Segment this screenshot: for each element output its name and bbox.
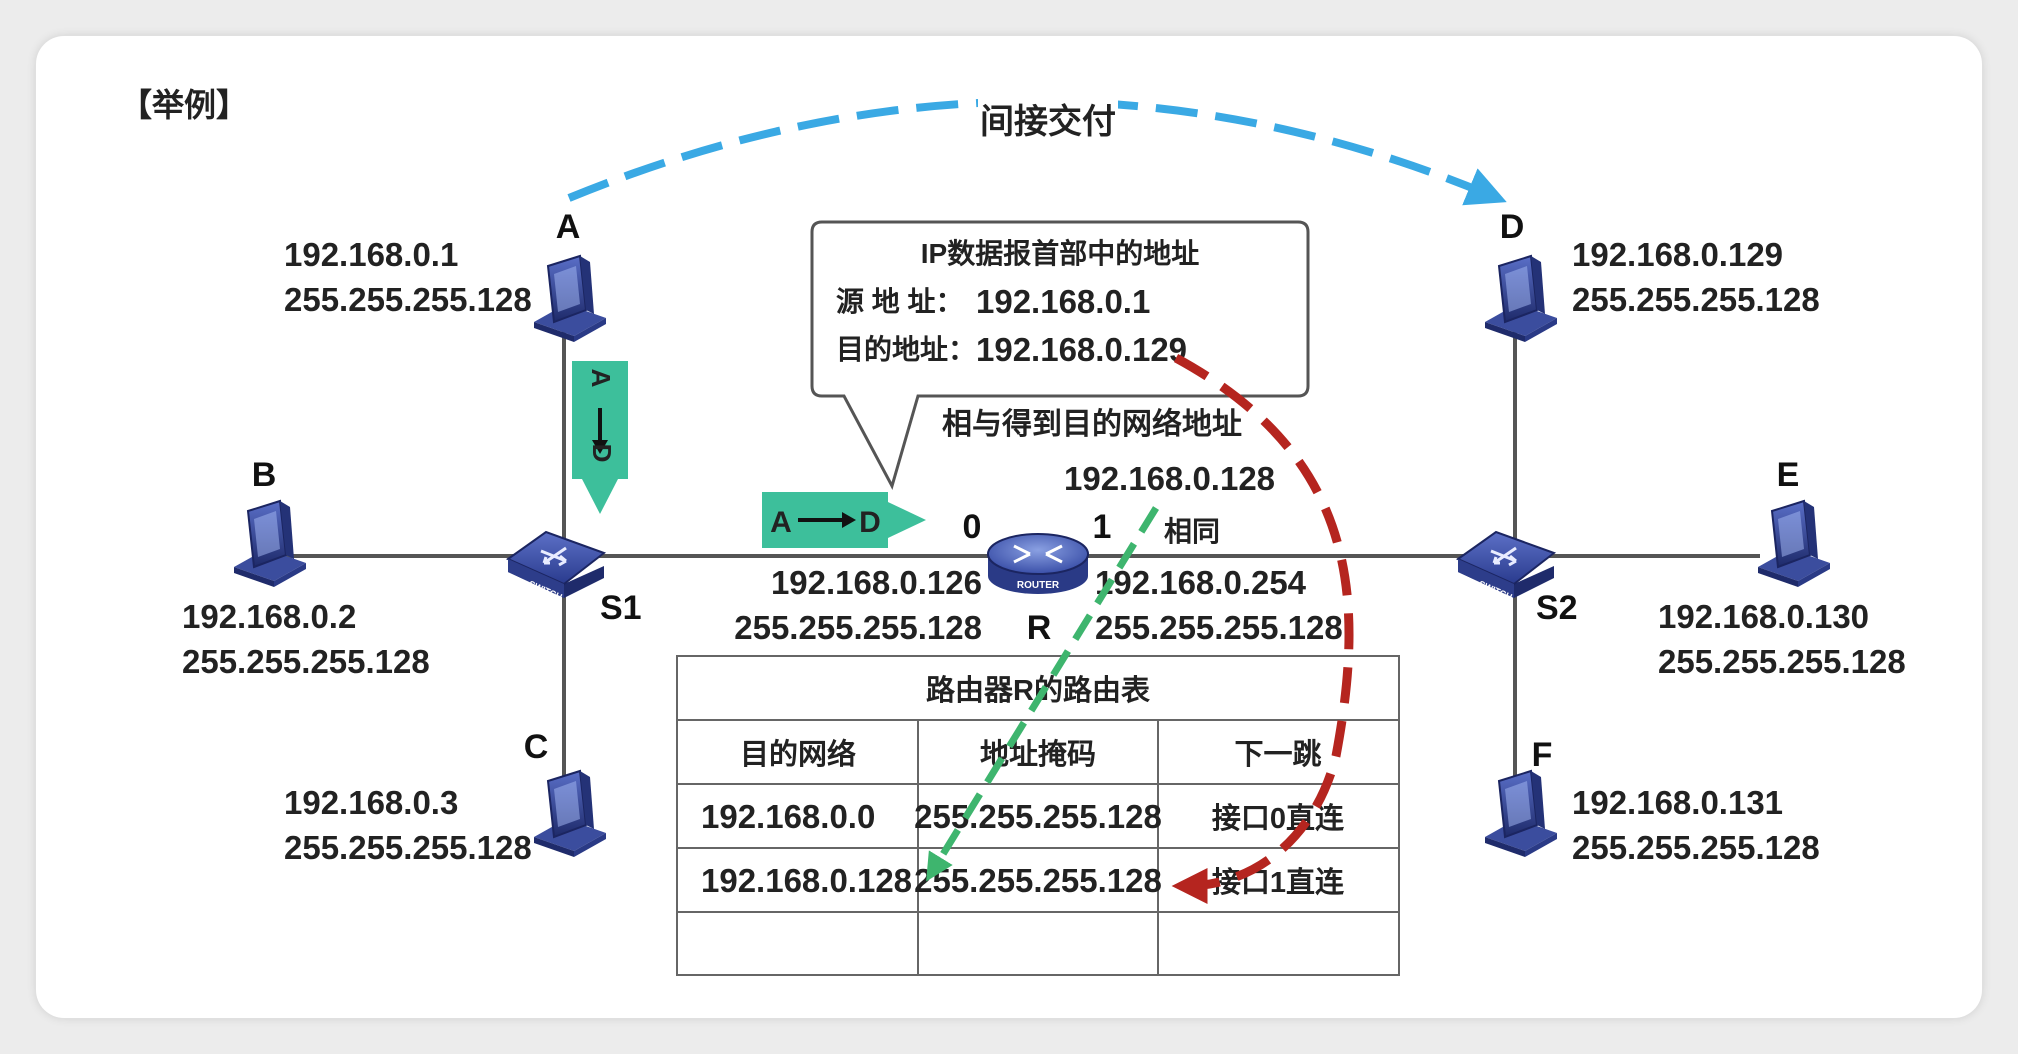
callout-src-label: 源 地 址： [836, 286, 964, 317]
router-port1-mask: 255.255.255.128 [1095, 609, 1343, 646]
host-e-mask: 255.255.255.128 [1658, 643, 1906, 680]
packet-vertical: A D [572, 361, 628, 514]
host-b-mask: 255.255.255.128 [182, 643, 430, 680]
router-port0-mask: 255.255.255.128 [734, 609, 982, 646]
indirect-delivery-label: 间接交付 [980, 102, 1116, 141]
callout-dst-label: 目的地址： [836, 333, 976, 365]
and-result-value: 192.168.0.128 [1064, 460, 1275, 497]
host-d-mask: 255.255.255.128 [1572, 281, 1820, 318]
host-a: A 192.168.0.1 255.255.255.128 [284, 208, 607, 343]
slide-title: 【举例】 [120, 87, 248, 123]
network-diagram: 【举例】 间接交付 A 192.168.0.1 255.255.255.128 … [120, 87, 1906, 976]
same-label: 相同 [1164, 516, 1220, 547]
routing-table: 路由器R的路由表 目的网络 地址掩码 下一跳 192.168.0.0 255.2… [676, 655, 1400, 976]
host-b-ip: 192.168.0.2 [182, 598, 356, 635]
indirect-delivery-arrow [567, 97, 1507, 206]
router-port1-ip: 192.168.0.254 [1095, 564, 1307, 601]
host-f: F 192.168.0.131 255.255.255.128 [1484, 736, 1820, 866]
host-d-ip: 192.168.0.129 [1572, 236, 1783, 273]
host-e: E 192.168.0.130 255.255.255.128 [1658, 456, 1906, 680]
host-b-label: B [252, 456, 277, 494]
host-a-ip: 192.168.0.1 [284, 236, 458, 273]
packet-horizontal-from: A [770, 506, 792, 539]
host-c: C 192.168.0.3 255.255.255.128 [284, 728, 607, 866]
host-a-label: A [556, 208, 581, 246]
routing-table-cell: 接口0直连 [1212, 802, 1345, 835]
host-a-mask: 255.255.255.128 [284, 281, 532, 318]
ip-header-callout: IP数据报首部中的地址 源 地 址： 192.168.0.1 目的地址： 192… [810, 220, 1310, 490]
packet-horizontal: A D [762, 492, 926, 548]
host-c-label: C [524, 728, 549, 766]
routing-table-cell: 192.168.0.128 [701, 862, 912, 899]
packet-horizontal-to: D [859, 506, 881, 539]
router-text: ROUTER [1017, 580, 1060, 591]
match-arrow [926, 506, 1159, 882]
host-d-label: D [1500, 208, 1525, 246]
host-c-ip: 192.168.0.3 [284, 784, 458, 821]
routing-table-header: 下一跳 [1234, 738, 1321, 771]
routing-table-cell: 192.168.0.0 [701, 798, 875, 835]
routing-table-cell: 接口1直连 [1212, 866, 1345, 899]
host-b: B 192.168.0.2 255.255.255.128 [182, 456, 430, 680]
router-r: ROUTER R 0 1 192.168.0.126 255.255.255.1… [734, 508, 1343, 647]
switch-s1-label: S1 [600, 589, 642, 627]
switch-s2: SWITCH S2 [1455, 530, 1578, 627]
router-label: R [1027, 609, 1052, 647]
host-f-mask: 255.255.255.128 [1572, 829, 1820, 866]
slide-card: 【举例】 间接交付 A 192.168.0.1 255.255.255.128 … [36, 36, 1982, 1018]
router-port1-num: 1 [1093, 508, 1112, 546]
host-d: D 192.168.0.129 255.255.255.128 [1484, 208, 1820, 343]
routing-table-cell: 255.255.255.128 [914, 798, 1162, 835]
routing-table-header: 目的网络 [740, 737, 856, 771]
routing-table-cell: 255.255.255.128 [914, 862, 1162, 899]
host-c-mask: 255.255.255.128 [284, 829, 532, 866]
callout-src-value: 192.168.0.1 [976, 283, 1150, 320]
and-result-label: 相与得到目的网络地址 [942, 407, 1242, 441]
packet-vertical-to: D [587, 444, 617, 463]
host-e-label: E [1777, 456, 1800, 494]
callout-title: IP数据报首部中的地址 [921, 237, 1199, 269]
router-port0-num: 0 [963, 508, 982, 546]
and-operation-arrow [1171, 354, 1354, 904]
host-f-ip: 192.168.0.131 [1572, 784, 1783, 821]
callout-dst-value: 192.168.0.129 [976, 331, 1187, 368]
switch-s1: SWITCH S1 [505, 530, 642, 627]
packet-vertical-from: A [586, 369, 616, 388]
router-port0-ip: 192.168.0.126 [771, 564, 982, 601]
host-f-label: F [1532, 736, 1553, 774]
switch-s2-label: S2 [1536, 589, 1578, 627]
host-e-ip: 192.168.0.130 [1658, 598, 1869, 635]
